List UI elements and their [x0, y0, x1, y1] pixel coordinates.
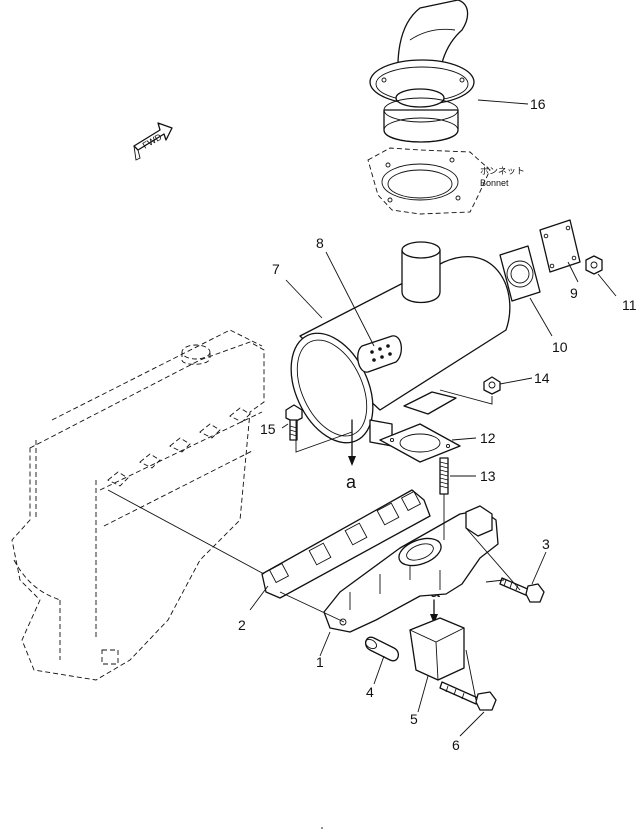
callout-5: 5 — [410, 711, 418, 727]
bolt-part-15 — [285, 404, 303, 441]
view-marker-upper: a — [346, 472, 357, 492]
callout-15: 15 — [260, 421, 276, 437]
nut-part-14 — [483, 376, 501, 395]
manifold-gasket-part-2 — [261, 489, 431, 599]
callout-10: 10 — [552, 339, 568, 355]
bolt-part-3 — [499, 577, 545, 603]
callout-2: 2 — [238, 617, 246, 633]
muffler-part-7 — [290, 241, 511, 447]
bracket-part-5 — [409, 617, 465, 681]
bolt-part-6 — [439, 681, 497, 711]
stray-dot — [321, 827, 323, 829]
gasket-part-10 — [499, 245, 541, 302]
callout-11: 11 — [622, 297, 637, 313]
exhaust-manifold-part-1 — [323, 505, 499, 633]
alignment-lines — [107, 389, 521, 701]
callout-12: 12 — [480, 430, 496, 446]
bonnet-panel: ボンネット Bonnet — [367, 147, 525, 215]
callout-7: 7 — [272, 261, 280, 277]
bonnet-label: Bonnet — [480, 178, 509, 188]
sleeve-part-4 — [364, 636, 400, 662]
label-plate-part-8 — [357, 335, 402, 373]
forward-direction-arrow: FWD — [133, 122, 173, 161]
callout-1: 1 — [316, 654, 324, 670]
callout-16: 16 — [530, 96, 546, 112]
callout-3: 3 — [542, 536, 550, 552]
view-arrow-a-upper: a — [346, 419, 357, 492]
stud-part-13 — [439, 457, 449, 495]
nut-part-11 — [585, 255, 603, 275]
callout-labels: 1 2 3 4 5 6 7 8 9 10 11 12 13 14 15 16 — [238, 96, 637, 753]
callout-8: 8 — [316, 235, 324, 251]
gasket-part-12 — [379, 423, 461, 463]
engine-block — [11, 329, 265, 681]
leader-lines — [249, 99, 617, 737]
exhaust-pipe-part-16 — [369, 0, 475, 143]
cover-plate-part-9 — [539, 219, 581, 273]
callout-13: 13 — [480, 468, 496, 484]
callout-4: 4 — [366, 684, 374, 700]
bonnet-label-jp: ボンネット — [480, 166, 525, 176]
callout-9: 9 — [570, 285, 578, 301]
callout-14: 14 — [534, 370, 550, 386]
callout-6: 6 — [452, 737, 460, 753]
